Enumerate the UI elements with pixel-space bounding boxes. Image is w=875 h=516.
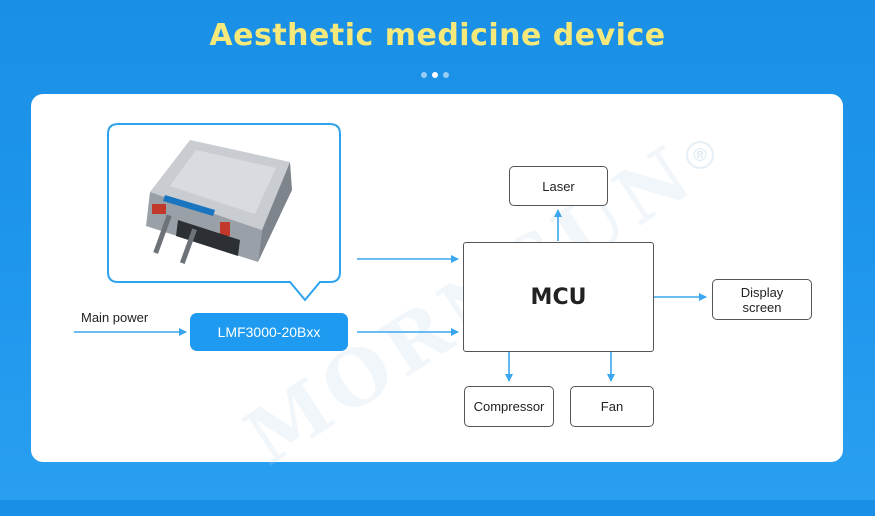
main-power-label: Main power — [81, 310, 149, 325]
carousel-dot-2[interactable] — [432, 72, 438, 78]
diagram-connectors — [74, 123, 707, 382]
compressor-box: Compressor — [464, 386, 554, 427]
carousel-dot-3[interactable] — [443, 72, 449, 78]
display-label-line2: screen — [742, 299, 782, 315]
laser-box: Laser — [509, 166, 608, 206]
display-screen-box: Display screen — [712, 279, 812, 320]
carousel-dot-1[interactable] — [421, 72, 427, 78]
display-label-line1: Display — [740, 284, 784, 300]
power-supply-unit-image — [146, 140, 292, 264]
mcu-box: MCU — [463, 242, 654, 352]
registered-mark: ® — [686, 141, 714, 169]
page-title: Aesthetic medicine device — [209, 18, 666, 53]
power-module-box: LMF3000-20Bxx — [190, 313, 348, 351]
fan-box: Fan — [570, 386, 654, 427]
